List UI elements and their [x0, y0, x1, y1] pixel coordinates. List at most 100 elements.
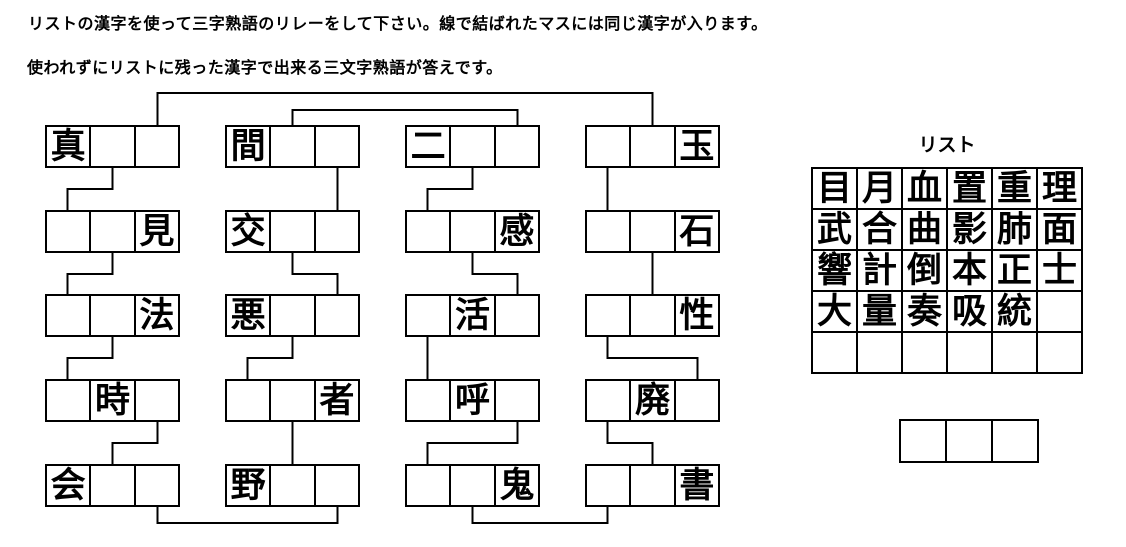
puzzle-cell-empty[interactable]: [493, 296, 538, 335]
puzzle-box-r4-c4: 廃: [585, 379, 720, 422]
list-cell-kanji: 統: [993, 292, 1038, 333]
connector-line: [246, 337, 294, 379]
connector-line: [111, 422, 159, 464]
puzzle-cell-empty[interactable]: [313, 296, 358, 335]
list-cell-kanji: 合: [858, 210, 903, 251]
puzzle-cell-given: 者: [313, 381, 358, 420]
list-cell-kanji: 倒: [903, 251, 948, 292]
list-cell-kanji: 理: [1038, 169, 1083, 210]
list-cell-empty: [993, 333, 1038, 374]
answer-cell[interactable]: [991, 421, 1037, 461]
puzzle-cell-given: 書: [673, 466, 718, 505]
instruction-line-2: 使われずにリストに残った漢字で出来る三文字熟語が答えです。: [27, 60, 503, 77]
puzzle-box-r2-c1: 見: [45, 210, 180, 253]
puzzle-cell-empty[interactable]: [587, 296, 629, 335]
puzzle-box-r4-c3: 呼: [405, 379, 540, 422]
puzzle-cell-empty[interactable]: [407, 466, 449, 505]
list-cell-kanji: 響: [813, 251, 858, 292]
puzzle-cell-empty[interactable]: [673, 381, 718, 420]
puzzle-cell-empty[interactable]: [47, 296, 89, 335]
puzzle-cell-given: 呼: [449, 381, 493, 420]
puzzle-cell-empty[interactable]: [629, 296, 673, 335]
connector-line: [66, 337, 114, 379]
puzzle-cell-empty[interactable]: [407, 381, 449, 420]
list-cell-empty: [948, 333, 993, 374]
connector-line: [291, 253, 339, 294]
puzzle-box-r1-c3: 二: [405, 125, 540, 168]
puzzle-cell-empty[interactable]: [133, 127, 178, 166]
puzzle-cell-empty[interactable]: [449, 127, 493, 166]
puzzle-cell-given: 性: [673, 296, 718, 335]
puzzle-cell-empty[interactable]: [493, 381, 538, 420]
puzzle-cell-empty[interactable]: [269, 212, 313, 251]
puzzle-cell-empty[interactable]: [313, 127, 358, 166]
puzzle-cell-empty[interactable]: [313, 212, 358, 251]
answer-cell[interactable]: [901, 421, 945, 461]
puzzle-cell-empty[interactable]: [133, 381, 178, 420]
puzzle-cell-empty[interactable]: [407, 212, 449, 251]
list-cell-kanji: 肺: [993, 210, 1038, 251]
puzzle-box-r2-c4: 石: [585, 210, 720, 253]
puzzle-cell-empty[interactable]: [407, 296, 449, 335]
connector-line: [291, 109, 519, 125]
puzzle-cell-empty[interactable]: [587, 381, 629, 420]
puzzle-cell-empty[interactable]: [449, 466, 493, 505]
puzzle-box-r5-c1: 会: [45, 464, 180, 507]
puzzle-cell-given: 法: [133, 296, 178, 335]
puzzle-cell-given: 活: [449, 296, 493, 335]
list-title: リスト: [918, 135, 976, 156]
list-cell-kanji: 士: [1038, 251, 1083, 292]
answer-cell[interactable]: [945, 421, 991, 461]
puzzle-cell-empty[interactable]: [629, 212, 673, 251]
puzzle-cell-empty[interactable]: [493, 127, 538, 166]
puzzle-cell-empty[interactable]: [47, 381, 89, 420]
connector-line: [471, 507, 609, 524]
connector-line: [156, 507, 339, 524]
puzzle-cell-empty[interactable]: [47, 212, 89, 251]
list-cell-kanji: 吸: [948, 292, 993, 333]
puzzle-cell-empty[interactable]: [227, 381, 269, 420]
puzzle-box-r3-c2: 悪: [225, 294, 360, 337]
puzzle-box-r5-c2: 野: [225, 464, 360, 507]
list-cell-kanji: 本: [948, 251, 993, 292]
puzzle-cell-empty[interactable]: [269, 296, 313, 335]
puzzle-cell-empty[interactable]: [629, 466, 673, 505]
puzzle-box-r2-c2: 交: [225, 210, 360, 253]
puzzle-cell-empty[interactable]: [89, 466, 133, 505]
puzzle-cell-empty[interactable]: [89, 296, 133, 335]
puzzle-cell-empty[interactable]: [269, 127, 313, 166]
puzzle-cell-empty[interactable]: [89, 212, 133, 251]
puzzle-cell-given: 時: [89, 381, 133, 420]
list-cell-kanji: 血: [903, 169, 948, 210]
puzzle-cell-given: 交: [230, 212, 266, 251]
list-cell-empty: [1038, 333, 1083, 374]
puzzle-cell-empty[interactable]: [587, 127, 629, 166]
puzzle-box-r3-c3: 活: [405, 294, 540, 337]
list-cell-kanji: 奏: [903, 292, 948, 333]
list-cell-kanji: 計: [858, 251, 903, 292]
list-cell-empty: [858, 333, 903, 374]
puzzle-box-r4-c1: 時: [45, 379, 180, 422]
connector-line: [471, 253, 519, 294]
list-cell-kanji: 正: [993, 251, 1038, 292]
list-cell-empty: [903, 333, 948, 374]
puzzle-cell-empty[interactable]: [629, 127, 673, 166]
puzzle-box-r4-c2: 者: [225, 379, 360, 422]
connector-line: [606, 422, 654, 464]
puzzle-cell-empty[interactable]: [313, 466, 358, 505]
kanji-list-grid: 目月血置重理武合曲影肺面響計倒本正士大量奏吸統: [811, 167, 1083, 374]
puzzle-cell-given: 間: [230, 127, 266, 166]
puzzle-cell-empty[interactable]: [89, 127, 133, 166]
puzzle-cell-empty[interactable]: [269, 381, 313, 420]
list-cell-kanji: 重: [993, 169, 1038, 210]
list-cell-empty: [813, 333, 858, 374]
puzzle-cell-empty[interactable]: [587, 466, 629, 505]
puzzle-cell-given: 感: [493, 212, 538, 251]
list-cell-kanji: 影: [948, 210, 993, 251]
puzzle-cell-empty[interactable]: [449, 212, 493, 251]
puzzle-cell-given: 石: [673, 212, 718, 251]
puzzle-cell-empty[interactable]: [587, 212, 629, 251]
puzzle-box-r1-c4: 玉: [585, 125, 720, 168]
puzzle-cell-empty[interactable]: [133, 466, 178, 505]
puzzle-cell-empty[interactable]: [269, 466, 313, 505]
